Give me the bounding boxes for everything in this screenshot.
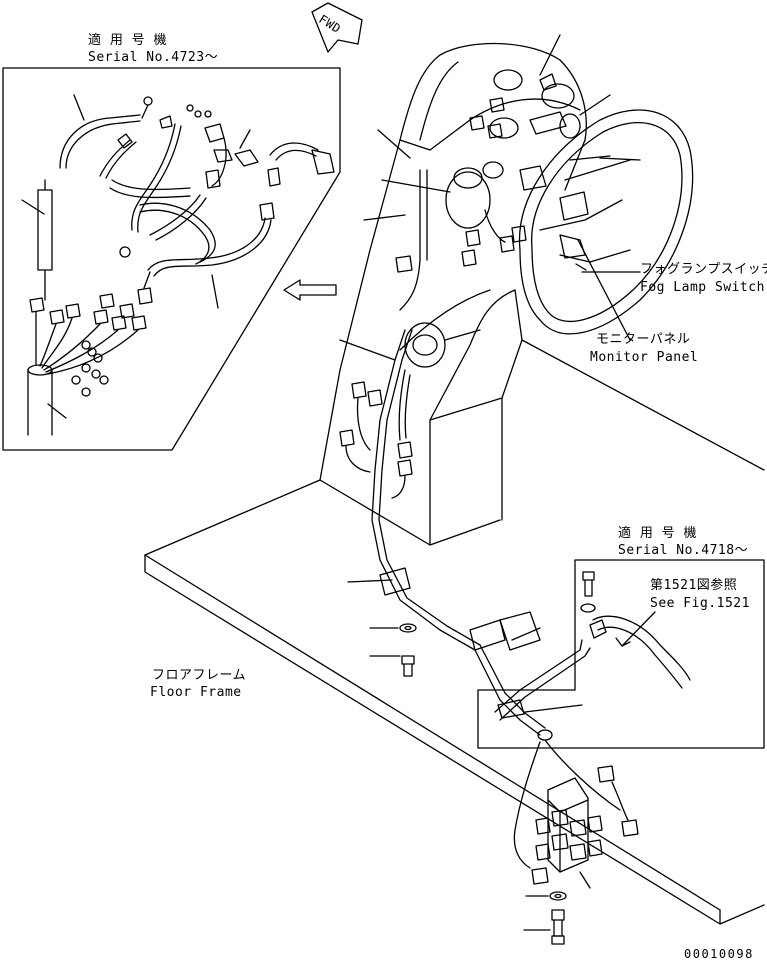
inset-harness [21, 94, 335, 436]
leader-lines [339, 34, 641, 931]
see-fig-label-jp: 第1521図参照 [650, 578, 738, 593]
steering-console [319, 42, 587, 546]
inset-top-title-jp: 適 用 号 機 [88, 33, 167, 48]
see-fig-label-en: See Fig.1521 [650, 596, 750, 611]
left-arrow-icon [283, 279, 337, 301]
inset-frame-right [477, 559, 765, 749]
drawing-number: 00010098 [684, 947, 754, 961]
gauge-cluster [395, 69, 611, 311]
fwd-arrow-icon [311, 2, 363, 53]
fog-lamp-label-jp: フォグランプスイッチ [640, 262, 767, 277]
lower-harness [379, 567, 639, 885]
floor-frame [144, 339, 765, 925]
relay-block [535, 777, 603, 873]
monitor-panel-label-en: Monitor Panel [590, 350, 699, 365]
inset-frame-top [2, 67, 341, 451]
console-harness [339, 322, 481, 651]
fog-lamp-label-en: Fog Lamp Switch [640, 280, 765, 295]
bolt-washer-set [399, 571, 596, 945]
inset-top-serial: Serial No.4723～ [88, 50, 219, 65]
floor-frame-label-en: Floor Frame [150, 685, 242, 700]
inset-right-title-jp: 適 用 号 機 [618, 526, 697, 541]
inset-right-serial: Serial No.4718～ [618, 543, 749, 558]
monitor-panel-label-jp: モニターパネル [596, 332, 691, 347]
steering-wheel [518, 109, 694, 335]
floor-frame-label-jp: フロアフレーム [152, 668, 247, 683]
